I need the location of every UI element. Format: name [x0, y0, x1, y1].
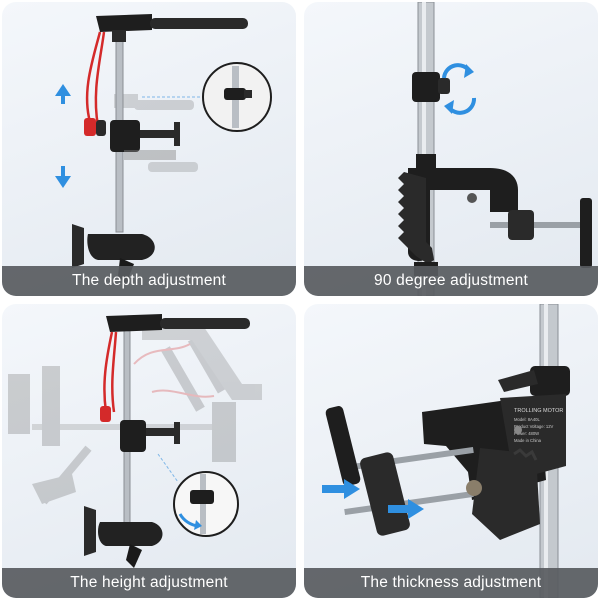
motor-head [96, 14, 152, 32]
panel-caption: The thickness adjustment [360, 574, 542, 591]
plate-line: Model: 8A40L [514, 417, 541, 422]
plate-line: Power: 480W [514, 431, 539, 436]
zoom-detail-circle [202, 62, 272, 132]
caption-bar: 90 degree adjustment [304, 266, 598, 296]
clamp-pad [508, 210, 534, 240]
clamp-t-handle [580, 198, 592, 268]
motor-housing [98, 522, 163, 546]
panel-depth-adjustment: The depth adjustment [2, 2, 296, 296]
right-arrow-icon [322, 479, 360, 499]
battery-clamp-red [100, 406, 111, 422]
caption-bar: The depth adjustment [2, 266, 296, 296]
panel-caption: 90 degree adjustment [374, 272, 528, 289]
caption-bar: The height adjustment [2, 568, 296, 598]
rotation-bracket-illustration [398, 2, 592, 296]
tiller-handle [160, 318, 250, 329]
zoom-detail-circle [173, 471, 239, 537]
plate-screw [514, 426, 522, 434]
gear-housing [472, 448, 540, 540]
motor-housing [87, 234, 155, 260]
tilt-lever [498, 370, 538, 392]
shaft-collar [530, 366, 570, 396]
plate-title: TROLLING MOTOR [514, 408, 563, 414]
panel-height-adjustment: The height adjustment [2, 304, 296, 598]
clamp-thickness-illustration: TROLLING MOTOR Model: 8A40L Product Volt… [322, 304, 570, 598]
propeller [72, 224, 84, 268]
propeller [84, 506, 96, 556]
rotation-bracket [408, 168, 518, 261]
rotate-arrows-icon [442, 63, 476, 115]
mount-bracket [120, 420, 146, 452]
battery-clamp-black [96, 120, 106, 136]
down-arrow-icon [55, 166, 71, 188]
motor-head [106, 314, 162, 332]
tiller-handle [150, 18, 248, 29]
battery-wires [85, 31, 106, 127]
panel-caption: The height adjustment [70, 574, 228, 591]
bracket-screw [467, 193, 477, 203]
plate-line: Made in China [514, 438, 542, 443]
depth-motor-illustration [55, 14, 272, 284]
clamp-pad [360, 452, 410, 536]
right-arrow-icon [388, 499, 424, 519]
plate-line: Product Voltage: 12V [514, 424, 554, 429]
battery-clamp-red [84, 118, 96, 136]
clamp-screw-rod [490, 222, 580, 228]
height-motor-illustration [8, 314, 262, 568]
panel-90-degree-adjustment: 90 degree adjustment [304, 2, 598, 296]
panel-thickness-adjustment: TROLLING MOTOR Model: 8A40L Product Volt… [304, 304, 598, 598]
battery-wires [103, 331, 118, 413]
adjust-knob [466, 480, 482, 496]
skeg-fin [126, 544, 142, 568]
up-arrow-icon [55, 84, 71, 104]
panel-caption: The depth adjustment [72, 272, 226, 289]
shaft-collar [412, 72, 440, 102]
caption-bar: The thickness adjustment [304, 568, 598, 598]
gear-teeth [398, 172, 434, 264]
clamp-t-handle [325, 406, 361, 486]
collar-knob [438, 78, 450, 94]
mount-bracket [110, 120, 140, 152]
